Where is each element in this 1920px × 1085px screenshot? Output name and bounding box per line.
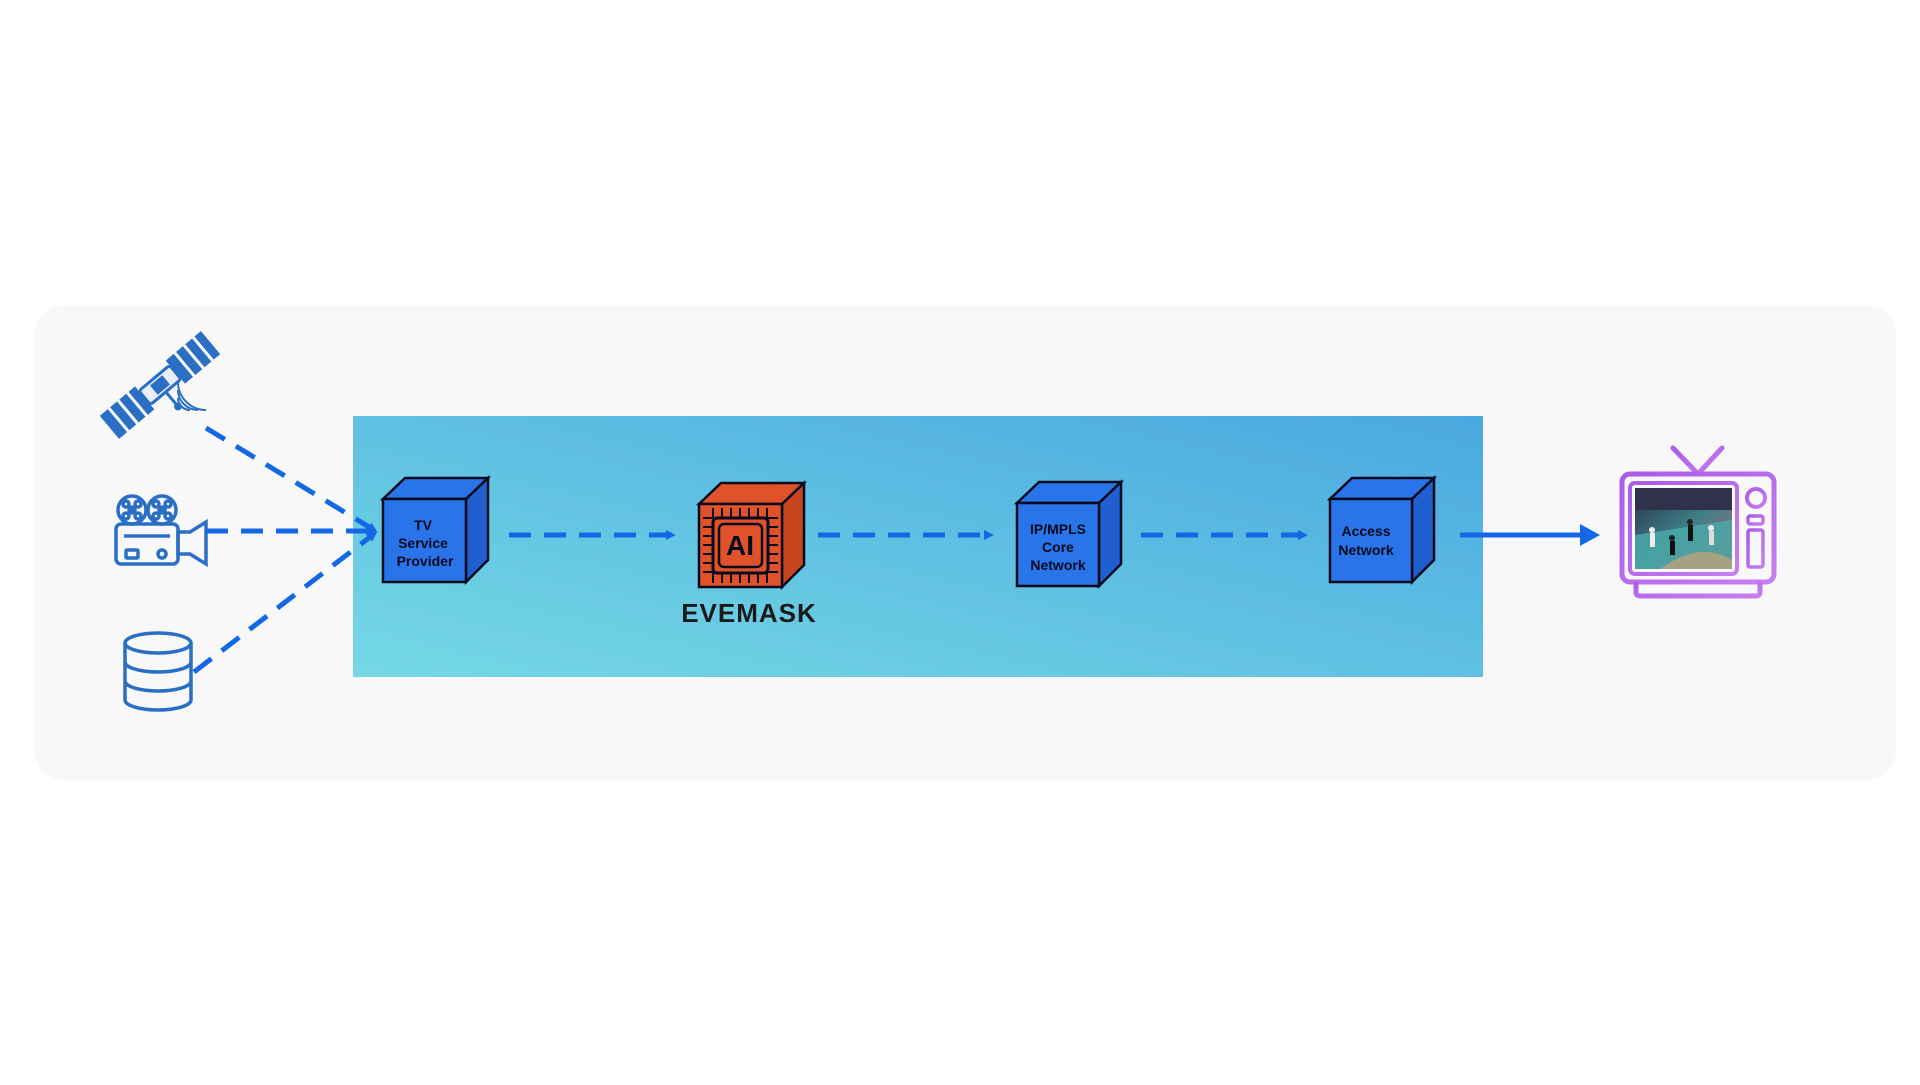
network-band	[353, 416, 1483, 677]
tv-service-provider-line-2: Service	[398, 535, 448, 551]
ip-mpls-line-2: Core	[1042, 539, 1074, 555]
tv-service-provider-line-1: TV	[414, 517, 433, 533]
ai-chip-label: AI	[726, 530, 754, 561]
ip-mpls-line-1: IP/MPLS	[1030, 521, 1086, 537]
chip-core	[711, 516, 770, 575]
ip-mpls-line-3: Network	[1030, 557, 1085, 573]
tv-screen-image	[1635, 488, 1732, 569]
access-network-cube: Access Network	[1326, 475, 1438, 586]
database-icon	[123, 631, 193, 712]
evemask-logo: EVEMASK	[681, 598, 817, 628]
ip-mpls-core-network-cube: IP/MPLS Core Network	[1013, 479, 1125, 590]
chip-pins-icon	[703, 508, 778, 583]
film-camera-icon	[114, 494, 208, 568]
access-network-line-1: Access	[1341, 523, 1390, 539]
access-network-line-2: Network	[1338, 542, 1393, 558]
signal-waves-icon	[177, 381, 207, 411]
ai-chip-cube: AI	[695, 480, 808, 591]
database-arrow	[192, 531, 378, 674]
satellite-icon	[99, 331, 221, 439]
tv-service-provider-line-3: Provider	[397, 553, 454, 569]
tv-service-provider-cube: TV Service Provider	[379, 475, 492, 586]
television-icon	[1619, 445, 1777, 599]
source-arrows	[192, 425, 378, 674]
